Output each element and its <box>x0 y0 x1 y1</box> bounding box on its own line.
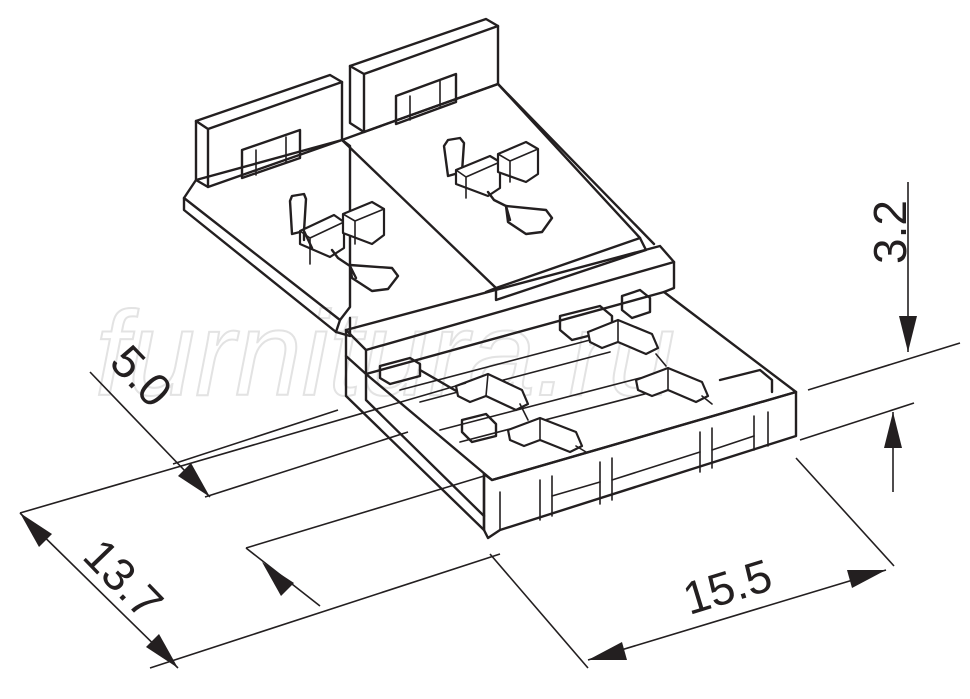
dimension-length-label: 15.5 <box>677 549 778 625</box>
arrow-height-bottom <box>884 412 902 448</box>
right-cover <box>340 17 656 302</box>
arrow-pitch <box>178 463 210 497</box>
arrow-length-left <box>588 642 627 660</box>
connector-base <box>344 244 798 540</box>
dimension-width-label: 13.7 <box>74 529 174 630</box>
left-cover <box>182 73 400 338</box>
watermark-text: furnitura.ru <box>95 287 675 421</box>
arrow-width-inner <box>262 562 294 596</box>
arrow-height-top <box>899 316 917 352</box>
arrow-length-right <box>847 570 886 588</box>
dimension-length: 15.5 <box>489 457 895 669</box>
arrow-width-top <box>20 513 52 547</box>
arrow-width-bottom <box>146 634 178 668</box>
dimension-height-label: 3.2 <box>864 200 916 264</box>
dimension-height: 3.2 <box>799 182 961 492</box>
